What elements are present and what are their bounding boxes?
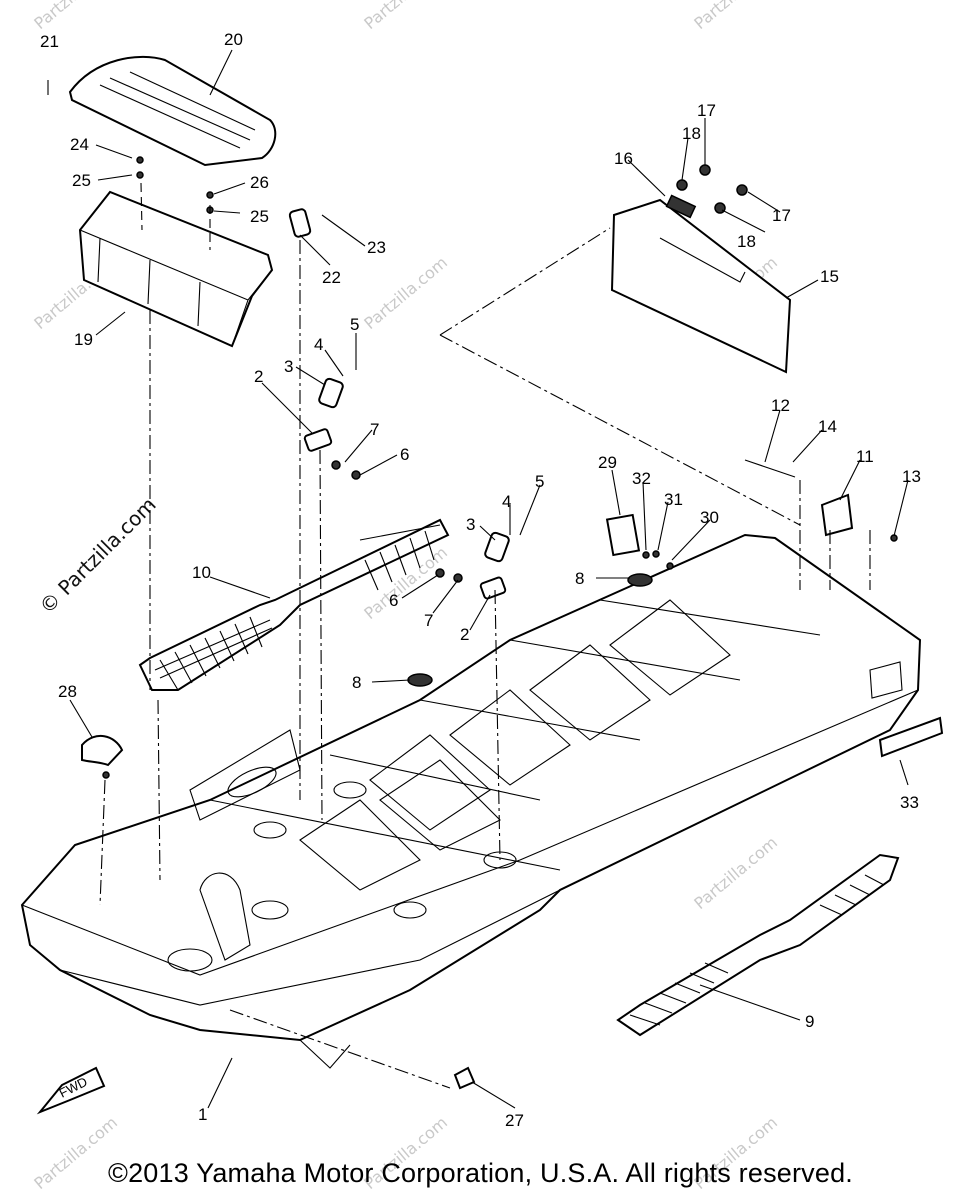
callout-23: 23	[367, 238, 386, 257]
main-frame	[20, 533, 922, 1069]
callout-19: 19	[74, 330, 93, 349]
callout-32: 32	[632, 469, 651, 488]
callout-14: 14	[818, 417, 837, 436]
watermark: Partzilla.com	[690, 0, 781, 33]
callout-3: 3	[284, 357, 293, 376]
watermark: Partzilla.com	[30, 0, 121, 33]
callout-18: 18	[682, 124, 701, 143]
leader-lines	[47, 49, 909, 1109]
storage-box	[78, 190, 274, 348]
side-watermark: © Partzilla.com	[35, 492, 161, 618]
callout-numbers: 1 2 2 3 3 4 4 5 5 6 6 7 7 8 8 9 10 11 12…	[40, 30, 921, 1130]
callout-5: 5	[535, 472, 544, 491]
callout-9: 9	[805, 1012, 814, 1031]
callout-18: 18	[737, 232, 756, 251]
flap-panel	[610, 194, 792, 374]
callout-4: 4	[314, 335, 323, 354]
callout-17: 17	[772, 206, 791, 225]
callout-25: 25	[72, 171, 91, 190]
callout-30: 30	[700, 508, 719, 527]
callout-33: 33	[900, 793, 919, 812]
watermark: Partzilla.com	[360, 253, 451, 333]
callout-1: 1	[198, 1105, 207, 1124]
callout-4: 4	[502, 492, 511, 511]
watermark: Partzilla.com	[690, 833, 781, 913]
callout-21: 21	[40, 32, 59, 51]
callout-26: 26	[250, 173, 269, 192]
callout-24: 24	[70, 135, 89, 154]
callout-7: 7	[424, 611, 433, 630]
callout-2: 2	[460, 625, 469, 644]
callout-6: 6	[389, 591, 398, 610]
callout-8: 8	[352, 673, 361, 692]
callout-12: 12	[771, 396, 790, 415]
callout-3: 3	[466, 515, 475, 534]
callout-25: 25	[250, 207, 269, 226]
step-board-right	[616, 853, 900, 1037]
callout-22: 22	[322, 268, 341, 287]
callout-10: 10	[192, 563, 211, 582]
callout-17: 17	[697, 101, 716, 120]
callout-5: 5	[350, 315, 359, 334]
callout-13: 13	[902, 467, 921, 486]
callout-29: 29	[598, 453, 617, 472]
callout-8: 8	[575, 569, 584, 588]
callout-15: 15	[820, 267, 839, 286]
callout-27: 27	[505, 1111, 524, 1130]
callout-2: 2	[254, 367, 263, 386]
callout-20: 20	[224, 30, 243, 49]
small-parts	[81, 156, 944, 1090]
copyright-text: ©2013 Yamaha Motor Corporation, U.S.A. A…	[107, 1158, 854, 1188]
seat-cushion	[68, 55, 277, 167]
callout-6: 6	[400, 445, 409, 464]
callout-16: 16	[614, 149, 633, 168]
callout-7: 7	[370, 420, 379, 439]
step-board-left	[138, 518, 450, 691]
callout-11: 11	[856, 447, 874, 466]
forward-arrow: FWD	[36, 1066, 106, 1115]
callout-31: 31	[664, 490, 683, 509]
watermark: Partzilla.com	[360, 0, 451, 33]
callout-28: 28	[58, 682, 77, 701]
